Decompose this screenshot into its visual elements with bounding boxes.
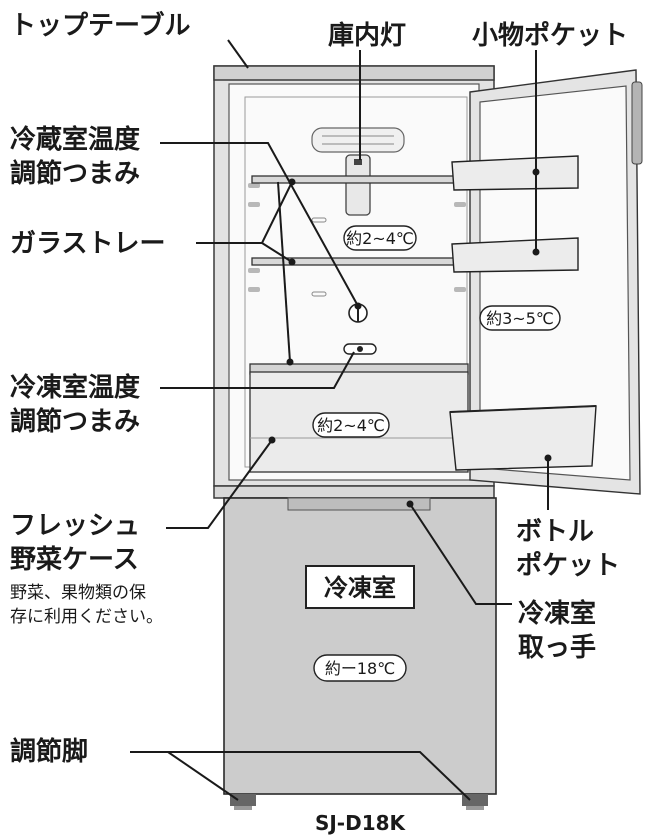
light-clip (354, 159, 362, 165)
top-table (213, 65, 495, 81)
crisper-note-line2: 存に利用ください。 (10, 607, 163, 627)
freezer-door-title: 冷凍室 (324, 574, 396, 602)
leader-freezer-dial (160, 351, 355, 389)
label-fridge-dial-line2: 調節つまみ (10, 158, 140, 189)
fridge-cabinet (213, 65, 495, 487)
leader-dot (286, 358, 294, 366)
temp-badge-freezer: 約ー18℃ (313, 654, 407, 682)
label-crisper-line1: フレッシュ (10, 511, 140, 541)
label-freezer-dial-line2: 調節つまみ (10, 406, 140, 437)
shelf-support (454, 287, 466, 292)
temp-door: 約3~5℃ (486, 309, 554, 328)
temp-badge-door: 約3~5℃ (479, 305, 561, 331)
freezer-section: 冷凍室 (213, 485, 497, 810)
shelf-support (248, 183, 260, 188)
label-interior-light: 庫内灯 (328, 21, 406, 51)
label-freezer-dial-line1: 冷凍室温度 (10, 372, 140, 403)
wall-mark (311, 291, 327, 297)
label-fridge-dial-line1: 冷蔵室温度 (10, 124, 140, 155)
bottle-pocket[interactable] (449, 405, 597, 471)
leader-dot (532, 168, 540, 176)
label-top-table: トップテーブル (10, 10, 190, 41)
leader-lines (130, 39, 552, 801)
leader-dot (288, 258, 296, 266)
label-bottle-pocket-line2: ポケット (516, 550, 620, 581)
leader-dot (354, 302, 362, 310)
leader-fridge-dial (160, 142, 359, 307)
wall-mark (311, 217, 327, 223)
label-glass-tray: ガラストレー (10, 229, 165, 259)
small-pocket-upper[interactable] (451, 155, 579, 191)
temp-badge-fridge-upper: 約2~4℃ (343, 225, 417, 251)
temp-freezer: 約ー18℃ (325, 659, 395, 678)
foot-base (234, 806, 252, 810)
leader-dot (288, 178, 296, 186)
bottle-pocket-rim (449, 405, 597, 413)
door-hinge-handle (631, 81, 643, 165)
leader-dot (532, 248, 540, 256)
fridge-temperature-dial[interactable] (348, 303, 368, 323)
model-number: SJ-D18K (315, 811, 407, 835)
leader-top-table (227, 39, 249, 69)
freezer-top-trim (213, 485, 495, 499)
freezer-title-box (305, 565, 415, 609)
adjust-foot-right (462, 794, 488, 806)
temp-badge-crisper: 約2~4℃ (312, 412, 390, 438)
freezer-handle[interactable] (287, 497, 431, 511)
label-small-pocket: 小物ポケット (472, 20, 628, 51)
small-pocket-lower[interactable] (451, 237, 579, 273)
glass-tray-upper (251, 175, 467, 184)
leader-dot (406, 500, 414, 508)
adjust-foot-left (230, 794, 256, 806)
crisper-note-line1: 野菜、果物類の保 (10, 583, 146, 603)
temp-crisper: 約2~4℃ (317, 416, 385, 435)
interior-light (345, 154, 371, 216)
label-freezer-handle-line2: 取っ手 (518, 633, 596, 663)
leader-adjust-foot-right (168, 751, 471, 801)
shelf-support (248, 268, 260, 273)
freezer-temperature-dial[interactable] (343, 343, 377, 355)
fridge-door (449, 69, 643, 495)
label-freezer-handle-line1: 冷凍室 (518, 598, 596, 629)
leader-glass-tray-2 (261, 242, 293, 263)
leader-adjust-foot-left (130, 751, 239, 801)
shelf-support (248, 202, 260, 207)
label-bottle-pocket-line1: ボトル (516, 517, 594, 547)
shelf-support (454, 202, 466, 207)
label-adjust-foot: 調節脚 (10, 736, 88, 767)
foot-base (466, 806, 484, 810)
leader-glass-tray-3 (277, 181, 291, 363)
label-crisper-line2: 野菜ケース (10, 545, 139, 575)
air-vent (311, 127, 405, 153)
leader-dot (544, 454, 552, 462)
freezer-door[interactable] (223, 497, 497, 795)
leader-dot (268, 436, 276, 444)
leader-crisper (166, 439, 273, 529)
temp-fridge-upper: 約2~4℃ (346, 229, 414, 248)
shelf-support (248, 287, 260, 292)
leader-freezer-handle (409, 503, 512, 605)
